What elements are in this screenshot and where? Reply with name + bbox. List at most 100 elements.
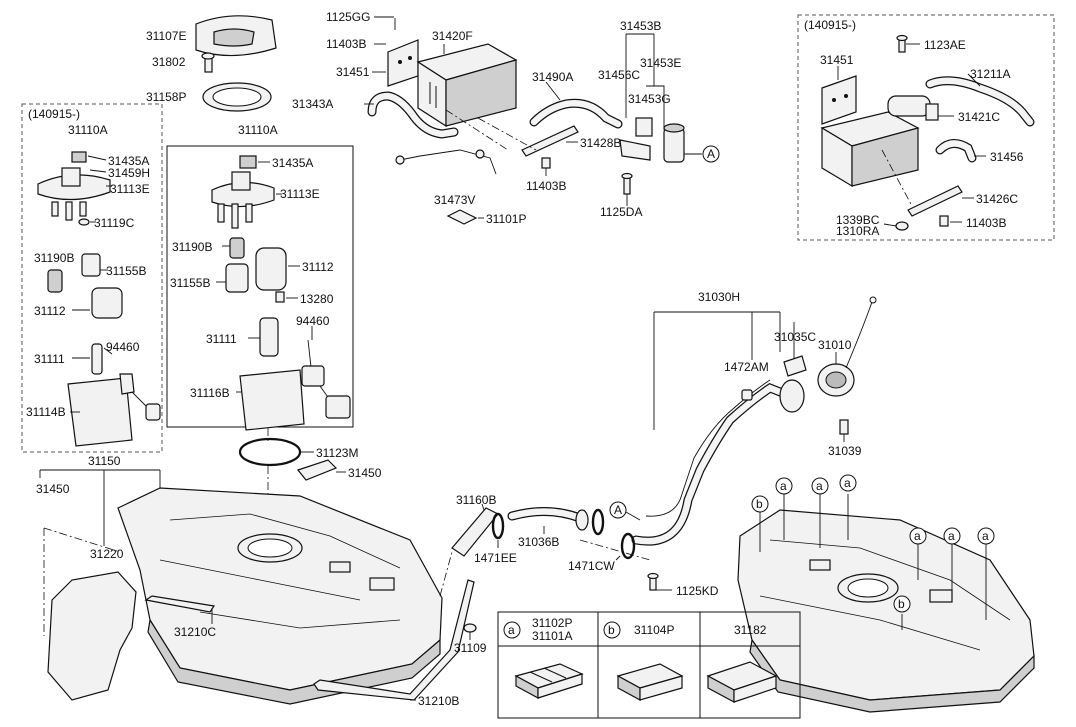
lead-31453B (625, 33, 665, 130)
label-31190B-left: 31190B (34, 251, 74, 265)
nut-31109 (463, 623, 477, 633)
label-31210C: 31210C (174, 625, 216, 639)
label-31802: 31802 (152, 55, 186, 69)
callout-letter: a (982, 529, 989, 543)
screw-31039 (839, 419, 849, 435)
label-31456: 31456 (990, 150, 1024, 164)
label-31456C: 31456C (598, 68, 640, 82)
label-31453E: 31453E (640, 56, 681, 70)
legend-part-31102P: 31102P (532, 616, 572, 630)
cover-31107E (195, 15, 277, 57)
hose-31036B (507, 506, 589, 531)
pump-module-main (211, 155, 351, 431)
label-1471EE: 1471EE (474, 551, 517, 565)
lead-31160B (481, 503, 485, 511)
callout-letter: b (756, 497, 763, 511)
bracket-31450-top (296, 459, 338, 481)
label-31343A: 31343A (292, 97, 333, 111)
bracket-31451-top (387, 39, 419, 87)
callout-letter: a (816, 479, 823, 493)
label-31150: 31150 (88, 454, 121, 468)
lead-31030H (653, 311, 795, 430)
label-31490A: 31490A (532, 70, 573, 84)
variant-box-right (797, 14, 1055, 241)
label-31035C: 31035C (774, 330, 816, 344)
label-31155B-main: 31155B (170, 276, 210, 290)
bracket-31160B (451, 507, 499, 557)
hose-31343A (367, 91, 459, 139)
callout-letter: a (948, 529, 955, 543)
label-31039: 31039 (828, 444, 862, 458)
label-31435A-main: 31435A (272, 156, 313, 170)
label-31473V: 31473V (434, 193, 475, 207)
label-31453G: 31453G (628, 92, 671, 106)
label-31421C: 31421C (958, 110, 1000, 124)
lead-1471CW (615, 555, 621, 561)
lead-1339BC (883, 223, 897, 227)
label-31110A-main: 31110A (238, 123, 278, 137)
legend-part-31101A: 31101A (532, 629, 572, 643)
bolt-1125DA (621, 172, 633, 195)
label-31112-main: 31112 (302, 260, 334, 274)
filler-pipe-31030H (631, 379, 805, 546)
label-31158P: 31158P (146, 90, 186, 104)
label-31123M: 31123M (316, 446, 358, 460)
label-tag-31101P (446, 209, 478, 225)
lead-31150 (39, 469, 161, 542)
label-31428B: 31428B (580, 136, 621, 150)
label-31190B-main: 31190B (172, 240, 212, 254)
label-31453B: 31453B (620, 19, 661, 33)
label-31420F: 31420F (432, 29, 473, 43)
lead-1125GG (374, 16, 396, 30)
label-31036B: 31036B (518, 535, 559, 549)
hose-31490A (529, 98, 623, 129)
label-1125GG: 1125GG (326, 10, 370, 24)
label-1123AE: 1123AE (924, 38, 966, 52)
hose-31456 (935, 139, 977, 163)
ref-A-bottom-circle (609, 501, 627, 519)
label-31101P: 31101P (486, 212, 526, 226)
callout-letter: a (780, 479, 787, 493)
strap-31210B (313, 579, 475, 701)
bolt-11403B-right (939, 215, 949, 227)
bracket-31035C (783, 355, 807, 377)
callout-letter: a (844, 476, 851, 490)
label-31451-top: 31451 (336, 65, 370, 79)
heat-shield-31220 (47, 571, 137, 701)
label-31450-top: 31450 (348, 466, 382, 480)
label-31211A: 31211A (970, 67, 1010, 81)
label-31010: 31010 (818, 338, 852, 352)
label-31113E-left: 31113E (110, 182, 150, 196)
legend-key-b: b (608, 623, 615, 637)
lead-ref-A-bottom (625, 511, 641, 521)
lead-31459H (89, 169, 107, 173)
callout-circles (751, 474, 995, 613)
label-1339BC: 1339BC (836, 213, 880, 227)
dash-right-links (881, 149, 913, 207)
canister-right (820, 111, 920, 188)
bolt-11403B-mid (541, 157, 551, 169)
label-31030H: 31030H (698, 290, 740, 304)
nut-1339BC (895, 221, 909, 231)
fuel-tank-main (117, 487, 443, 705)
label-31451-right: 31451 (820, 53, 854, 67)
label-31111-left: 31111 (34, 352, 65, 366)
legend-table (497, 611, 801, 719)
valve-31421C (887, 95, 939, 121)
ref-A-top-letter: A (707, 147, 715, 161)
dash-shield (43, 527, 121, 636)
bolt-1123AE (896, 34, 908, 53)
dash-filler-links (439, 539, 651, 597)
label-1472AM: 1472AM (724, 360, 769, 374)
labels: 31107E 31802 31158P 1125GG 11403B 31420F… (26, 10, 1024, 708)
label-94460-left: 94460 (106, 340, 140, 354)
label-31107E: 31107E (146, 29, 186, 43)
callout-letter: a (914, 529, 921, 543)
label-31155B-left: 31155B (106, 264, 146, 278)
label-94460-main: 94460 (296, 314, 330, 328)
label-31459H: 31459H (108, 166, 150, 180)
callout-letter: b (898, 597, 905, 611)
ref-A-top-circle (702, 145, 720, 163)
gasket-31123M (238, 437, 302, 467)
label-31220: 31220 (90, 547, 124, 561)
